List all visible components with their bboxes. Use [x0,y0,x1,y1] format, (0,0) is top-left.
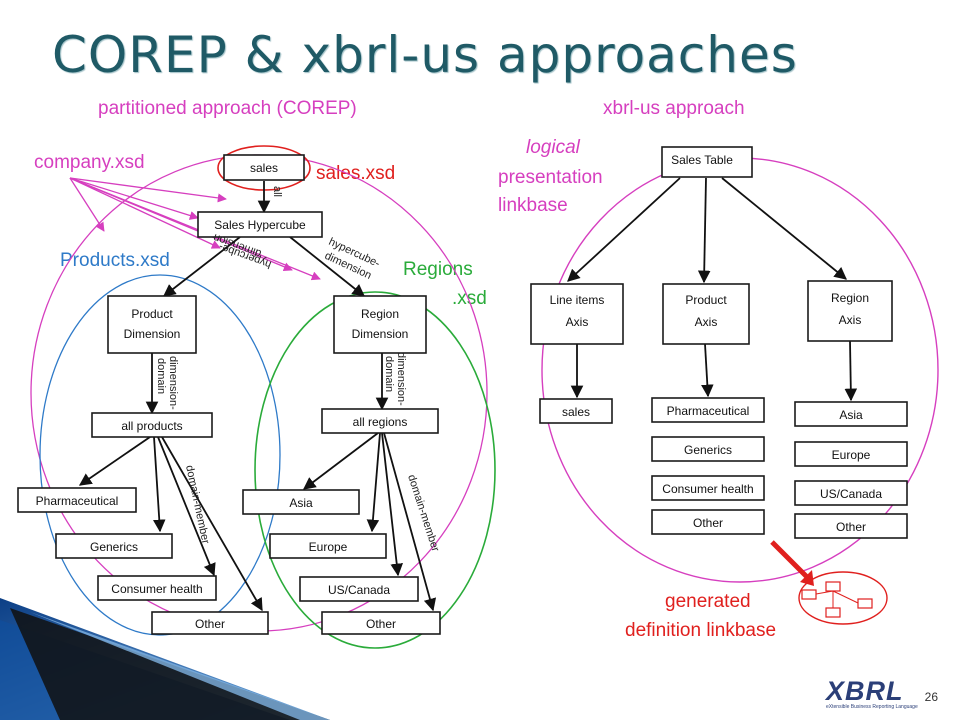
xbrl-logo: XBRL [826,676,904,706]
product-axis-label-2: Axis [695,315,718,329]
xbrlus-approach-label: xbrl-us approach [603,98,745,119]
product-axis-member-label: Other [693,516,723,530]
region-dimension-label-2: Dimension [352,327,409,341]
definition-linkbase-icon [798,571,888,625]
product-member-node [97,575,217,601]
company-xsd-label: company.xsd [34,152,145,173]
sales-node-label: sales [250,161,278,175]
generated-label: generated [665,591,751,612]
product-member-label: Pharmaceutical [36,494,119,508]
product-axis-node [662,283,750,345]
region-member-node [299,576,419,602]
regions-xsd-label-1: Regions [403,259,473,280]
all-regions-label: all regions [353,415,408,429]
product-dimension-label-2: Dimension [124,327,181,341]
region-axis-member-node [794,441,908,467]
region-member-node [242,489,360,515]
product-dimension-label-1: Product [131,307,173,321]
region-member-node [269,533,387,559]
region-member-label: Asia [289,496,313,510]
all-regions-node [321,408,439,434]
region-axis-member-node [794,480,908,506]
product-axis-member-node [651,397,765,423]
logical-label: logical [526,137,580,158]
sales-table-label: Sales Table [671,153,733,167]
region-axis-label-1: Region [831,291,869,305]
region-member-label: Europe [309,540,348,554]
corner-decoration [0,598,330,720]
region-axis-label-2: Axis [839,313,862,327]
product-member-label: Other [195,617,225,631]
product-member-node [55,533,173,559]
page-title: COREP & xbrl-us approaches [52,26,798,84]
company-arrows [69,177,321,281]
definition-linkbase-label: definition linkbase [625,620,777,641]
line-items-axis-node [530,283,624,345]
page-number: 26 [924,690,938,704]
partitioned-approach-label: partitioned approach (COREP) [98,98,357,119]
all-products-node [91,412,213,438]
region-dimension-label-1: Region [361,307,399,321]
product-axis-member-label: Consumer health [662,482,753,496]
region-axis-member-node [794,513,908,539]
products-xsd-label: Products.xsd [60,250,170,271]
regions-xsd-label-2: .xsd [452,288,487,309]
hypercube-node-label: Sales Hypercube [214,218,306,232]
edge-label-all: all [271,186,283,197]
products-ellipse [39,274,281,636]
linkbase-label: linkbase [498,195,568,216]
product-axis-label-1: Product [685,293,727,307]
region-axis-member-node [794,401,908,427]
generated-arrow [770,540,810,580]
product-axis-member-node [651,475,765,501]
region-dimension-node [333,295,427,354]
product-member-node [151,611,269,635]
left-diagram: sales Sales Hypercube Product Dimension … [17,154,441,635]
product-member-node [17,487,137,513]
xbrl-logo-subtitle: eXtensible Business Reporting Language [826,704,918,710]
product-member-label: Consumer health [111,582,202,596]
hypercube-node [197,211,323,238]
generated-arrow-head [800,570,814,586]
region-member-label: US/Canada [328,583,390,597]
product-axis-member-node [651,509,765,535]
product-axis-member-label: Pharmaceutical [667,404,750,418]
product-axis-member-node [651,436,765,462]
sales-table-node [661,146,753,178]
regions-ellipse [254,291,496,649]
region-member-label: Other [366,617,396,631]
sales-node [223,154,305,181]
product-dimension-node [107,295,197,354]
region-axis-member-label: Other [836,520,866,534]
edge-label-domain-member-2: domain-member [405,473,441,553]
region-member-node [321,611,441,635]
line-items-axis-label-1: Line items [550,293,605,307]
line-items-axis-label-2: Axis [566,315,589,329]
region-axis-member-label: US/Canada [820,487,882,501]
line-item-node [539,398,613,424]
edge-label-dimension-domain-4: domain [383,356,395,392]
edge-label-dimension-domain-3: dimension- [395,352,407,406]
edge-label-domain-member-1: domain-member [183,464,211,545]
all-products-label: all products [121,419,182,433]
line-item-label: sales [562,405,590,419]
product-axis-member-label: Generics [684,443,732,457]
product-member-label: Generics [90,540,138,554]
edge-label-dimension-domain-2: domain [155,358,167,394]
presentation-label: presentation [498,167,603,188]
region-axis-node [807,280,893,342]
edge-label-dimension-domain-1: dimension- [167,356,179,410]
region-axis-member-label: Asia [839,408,863,422]
right-diagram: Sales Table Line items Axis Product Axis… [530,146,939,625]
region-axis-member-label: Europe [832,448,871,462]
